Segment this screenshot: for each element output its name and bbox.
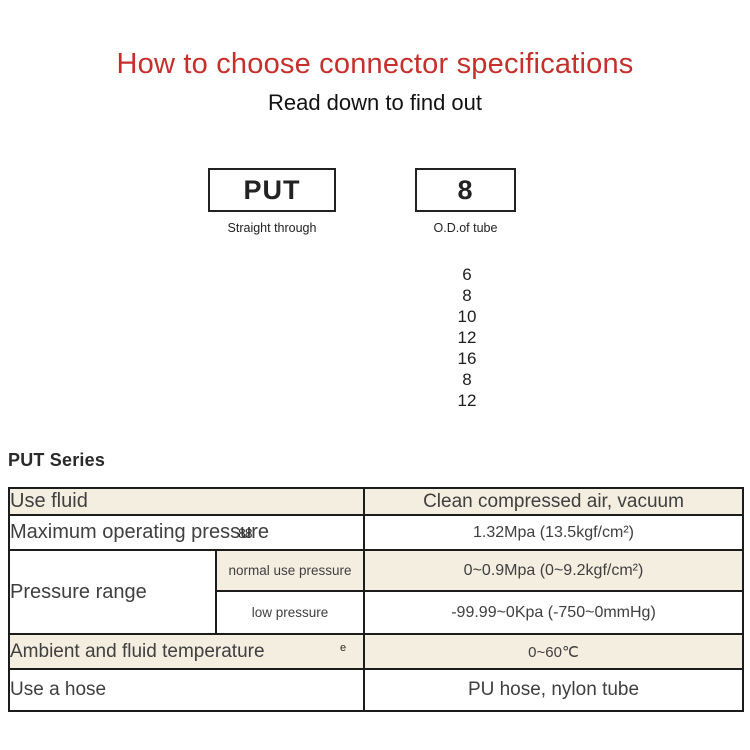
tube-size-options-list: 6 8 10 12 16 8 12 [417, 264, 517, 411]
size-option: 6 [462, 265, 472, 284]
size-option: 10 [457, 307, 477, 326]
size-option: 8 [462, 370, 472, 389]
spec-table: Use fluid Clean compressed air, vacuum M… [8, 487, 744, 712]
max-pressure-label: Maximum operating pressure 88 [8, 514, 365, 551]
overlap-text-artifact: e [340, 642, 347, 654]
overlap-text-artifact: 88 [238, 525, 253, 541]
pressure-range-label: Pressure range [8, 549, 217, 635]
max-pressure-value: 1.32Mpa (13.5kgf/cm²) [363, 514, 744, 551]
table-row-max-pressure: Maximum operating pressure 88 1.32Mpa (1… [8, 514, 744, 551]
table-row-temperature: Ambient and fluid temperature e 0~60℃ [8, 633, 744, 670]
table-row-hose: Use a hose PU hose, nylon tube [8, 668, 744, 712]
series-code-caption: Straight through [227, 221, 317, 235]
use-fluid-label: Use fluid [8, 487, 365, 516]
normal-pressure-value: 0~0.9Mpa (0~9.2kgf/cm²) [363, 549, 744, 592]
series-code-box: PUT [208, 168, 336, 212]
page-subtitle: Read down to find out [267, 90, 483, 115]
tube-size-label: 8 [457, 174, 474, 205]
max-pressure-label-text: Maximum operating pressure [10, 521, 269, 543]
temperature-label: Ambient and fluid temperature e [8, 633, 365, 670]
low-pressure-label: low pressure [215, 590, 365, 635]
size-option: 12 [457, 328, 477, 347]
low-pressure-value: -99.99~0Kpa (-750~0mmHg) [363, 590, 744, 635]
size-option: 16 [457, 349, 477, 368]
hose-value: PU hose, nylon tube [363, 668, 744, 712]
normal-pressure-label: normal use pressure [215, 549, 365, 592]
table-row-use-fluid: Use fluid Clean compressed air, vacuum [8, 487, 744, 516]
size-option: 12 [457, 391, 477, 410]
table-row-pressure-low: low pressure -99.99~0Kpa (-750~0mmHg) [9, 590, 744, 635]
use-fluid-value: Clean compressed air, vacuum [363, 487, 744, 516]
page-title: How to choose connector specifications [116, 48, 634, 80]
series-code-label: PUT [243, 174, 301, 205]
temperature-value: 0~60℃ [363, 633, 744, 670]
tube-size-box: 8 [415, 168, 516, 212]
size-option: 8 [462, 286, 472, 305]
series-heading: PUT Series [8, 450, 106, 470]
hose-label: Use a hose [8, 668, 365, 712]
temperature-label-text: Ambient and fluid temperature [10, 640, 265, 662]
table-row-pressure-normal: Pressure range normal use pressure 0~0.9… [8, 549, 744, 635]
tube-size-caption: O.D.of tube [433, 221, 498, 235]
